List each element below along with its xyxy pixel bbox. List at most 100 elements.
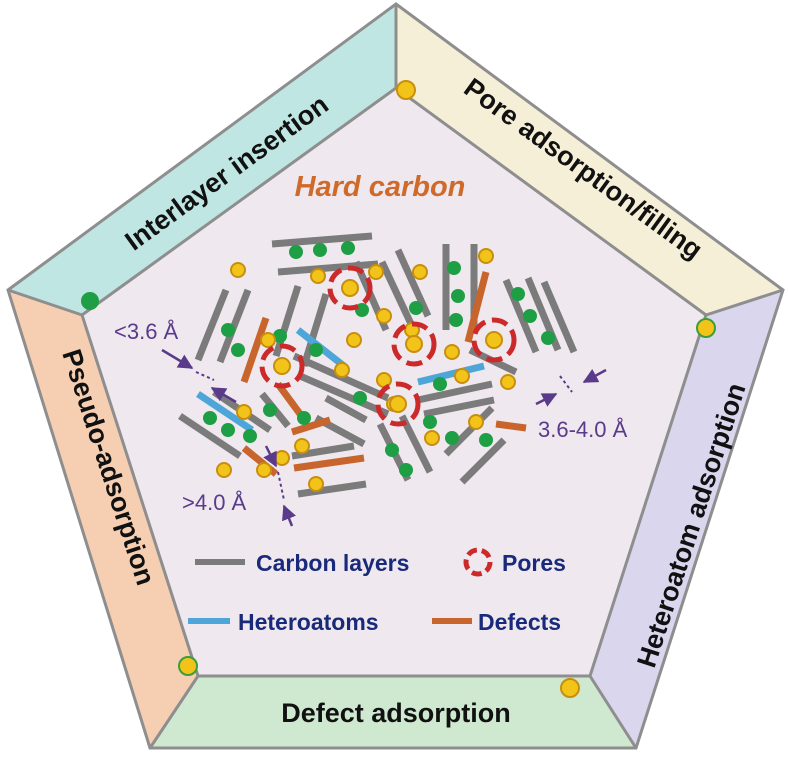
sodium-ion-12 (308, 476, 324, 492)
carbon-layer-36 (443, 405, 495, 457)
pore-ring-3 (471, 317, 517, 363)
outer-pentagon-outline (6, 2, 785, 750)
green-atom-26 (273, 329, 287, 343)
green-atom-15 (309, 343, 323, 357)
pore-ion-2 (405, 335, 423, 353)
carbon-layer-1 (277, 260, 379, 276)
sodium-ion-21 (334, 362, 350, 378)
panel-pseudo (8, 290, 198, 748)
sodium-ion-15 (236, 404, 252, 420)
panel-pore (396, 4, 783, 315)
green-atom-21 (479, 433, 493, 447)
carbon-layer-21 (178, 413, 242, 459)
carbon-layer-8 (378, 260, 416, 328)
legend-defects-label: Defects (478, 609, 561, 635)
sodium-ion-19 (468, 414, 484, 430)
sodium-ion-11 (294, 438, 310, 454)
dimension-mid: 3.6-4.0 Å (535, 368, 628, 442)
carbon-layer-38 (495, 420, 527, 432)
panel-separators (7, 4, 784, 749)
carbon-layer-5 (272, 284, 302, 358)
carbon-layer-30 (297, 480, 367, 498)
sodium-ion-6 (346, 332, 362, 348)
carbon-layer-35 (423, 396, 495, 418)
sodium-ion-17 (500, 374, 516, 390)
atoms-group (203, 241, 555, 492)
green-atom-17 (385, 443, 399, 457)
panel-heteroatom (590, 290, 783, 748)
distance-large-label: >4.0 Å (182, 490, 247, 515)
carbon-layer-27 (290, 416, 332, 436)
sodium-ion-1 (368, 264, 384, 280)
carbon-layer-0 (271, 232, 373, 248)
sodium-ion-13 (274, 450, 290, 466)
green-atom-2 (341, 241, 355, 255)
carbon-layer-34 (417, 380, 493, 404)
carbon-structure (178, 232, 578, 498)
carbon-layer-32 (398, 414, 434, 474)
carbon-layer-6 (300, 292, 330, 368)
carbon-layer-2 (194, 288, 230, 362)
panel-interlayer (8, 4, 396, 315)
carbon-layer-12 (464, 271, 490, 343)
distance-mid-label: 3.6-4.0 Å (538, 417, 628, 442)
green-atom-3 (231, 343, 245, 357)
distance-small-label: <3.6 Å (114, 319, 179, 344)
carbon-layer-37 (459, 437, 507, 485)
green-atom-23 (263, 403, 277, 417)
green-atom-0 (289, 245, 303, 259)
sodium-ion-4 (230, 262, 246, 278)
green-atom-6 (221, 423, 235, 437)
green-atom-14 (355, 303, 369, 317)
sodium-ion-0 (310, 268, 326, 284)
pore-ion-3 (485, 331, 503, 349)
sodium-ion-18 (424, 430, 440, 446)
carbon-layer-18 (298, 372, 390, 418)
carbon-layer-3 (216, 288, 252, 364)
sodium-ion-14 (216, 462, 232, 478)
green-atom-19 (423, 415, 437, 429)
pore-ion-0 (341, 279, 359, 297)
carbon-layer-13 (502, 278, 540, 354)
sodium-ion-9 (444, 344, 460, 360)
pore-ring-4 (375, 381, 421, 427)
carbon-layer-22 (196, 391, 254, 433)
carbon-layer-25 (324, 394, 368, 424)
green-atom-18 (399, 463, 413, 477)
green-atom-22 (297, 411, 311, 425)
green-atom-20 (445, 431, 459, 445)
sodium-ion-16 (454, 368, 470, 384)
legend: Carbon layers Pores Heteroatoms Defects (188, 547, 566, 635)
pores-group (259, 265, 517, 427)
pore-ion-1 (273, 357, 291, 375)
green-atom-9 (449, 313, 463, 327)
dimension-large: >4.0 Å (182, 445, 296, 527)
carbon-layer-9 (394, 248, 432, 318)
legend-pores-label: Pores (502, 550, 566, 576)
green-atom-5 (203, 411, 217, 425)
pore-ion-4 (389, 395, 407, 413)
carbon-layer-28 (291, 442, 355, 460)
green-atom-25 (433, 377, 447, 391)
frame-ions (81, 80, 716, 698)
sodium-ion-3 (478, 248, 494, 264)
sodium-ion-7 (376, 308, 392, 324)
green-atom-7 (447, 261, 461, 275)
pore-ring-1 (259, 343, 305, 389)
legend-carbon-label: Carbon layers (256, 550, 409, 576)
diagram-title: Hard carbon (295, 171, 466, 203)
label-defect-adsorption: Defect adsorption (281, 698, 511, 728)
carbon-layer-15 (540, 280, 578, 354)
pore-ring-2 (391, 321, 437, 367)
carbon-layer-29 (293, 454, 365, 472)
inner-pentagon (80, 86, 708, 678)
sodium-ion-5 (260, 332, 276, 348)
legend-heteroatoms-label: Heteroatoms (238, 609, 379, 635)
green-atom-4 (221, 323, 235, 337)
green-atom-24 (243, 429, 257, 443)
sodium-ion-22 (256, 462, 272, 478)
green-atom-8 (451, 289, 465, 303)
carbon-layer-33 (417, 362, 485, 386)
